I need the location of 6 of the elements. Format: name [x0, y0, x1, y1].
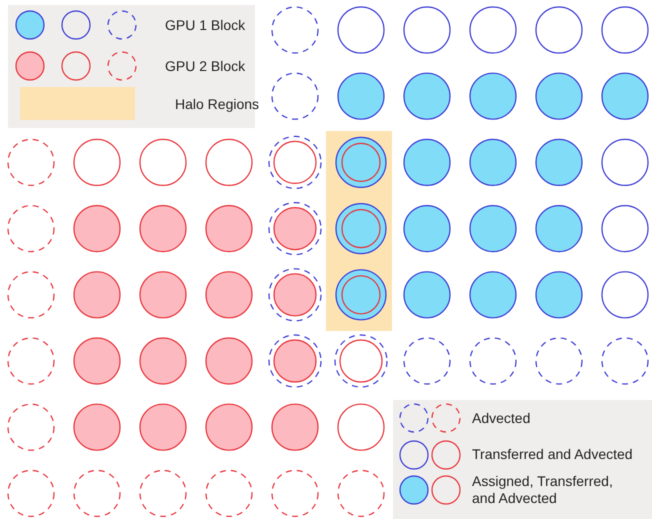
- legend-label: GPU 1 Block: [165, 17, 246, 34]
- legend-label: Assigned, Transferred, and Advected: [472, 473, 614, 507]
- legend-label: GPU 2 Block: [165, 58, 246, 75]
- legend-label: Halo Regions: [175, 96, 260, 113]
- legend-label: Transferred and Advected: [472, 446, 634, 463]
- legend-label: Advected: [472, 410, 532, 427]
